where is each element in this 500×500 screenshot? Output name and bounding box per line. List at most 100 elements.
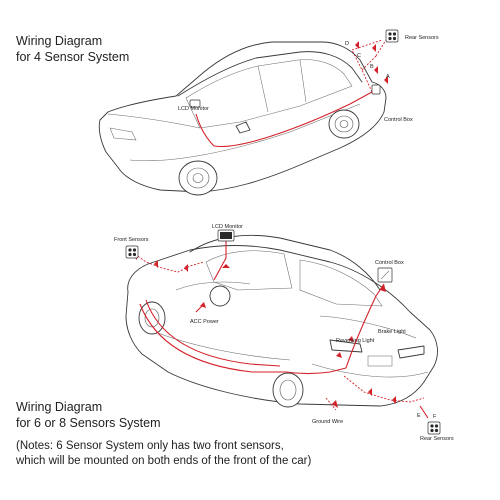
bottom-rear-sensor-dot-2 (434, 424, 439, 428)
bottom-wiring (131, 240, 429, 419)
bottom-lcd-monitor: LCD Monitor (212, 224, 243, 242)
top-control-box-icon (371, 84, 381, 95)
top-car-hood-line (107, 113, 201, 129)
bottom-wire-lcd (213, 240, 227, 281)
top-letter-b: B (370, 64, 374, 70)
bottom-car-steering-wheel (209, 285, 231, 307)
top-sensor-dot-2 (392, 32, 397, 36)
top-wire-main (195, 91, 373, 148)
bottom-car-front-rim (144, 308, 160, 328)
bottom-arrow-reverse (336, 352, 342, 358)
top-sensor-dot-4 (392, 36, 397, 41)
bottom-front-sensor-dot-1 (128, 248, 132, 252)
top-sensor-dot-1 (388, 32, 392, 36)
bottom-wire-sensor-hub (419, 405, 429, 419)
top-arrow-a (384, 76, 388, 84)
bottom-arrow-control (380, 284, 386, 292)
top-lcd-monitor: LCD Monitor (178, 99, 209, 112)
top-car-mirror (235, 121, 251, 134)
top-car-front-rim (186, 167, 210, 189)
top-car-illustration (98, 41, 387, 196)
acc-power-label: ACC Power (190, 319, 219, 325)
top-car-rear-hub (339, 120, 349, 128)
top-car-front-wheel (178, 160, 218, 196)
bottom-wire-front-sensors (131, 251, 205, 273)
reversing-light-label: Reversing Light (336, 338, 375, 344)
top-lcd-device (189, 99, 201, 108)
bottom-car-illustration (125, 234, 438, 408)
bottom-wire-control (345, 283, 385, 369)
bottom-rear-sensors-label: Rear Sensors (420, 436, 454, 442)
top-car-window-line (185, 59, 353, 129)
top-letter-d: D (345, 41, 349, 47)
top-car-rear-rim (334, 115, 354, 133)
top-car-roof (177, 51, 363, 97)
bottom-wire-ground (325, 397, 337, 411)
bottom-car-bumper (311, 363, 429, 378)
bottom-diagram-title: Wiring Diagram for 6 or 8 Sensors System (16, 399, 161, 431)
bottom-car-rear-rim (279, 379, 297, 401)
bottom-front-sensors-label: Front Sensors (114, 237, 149, 243)
top-letter-a: A (386, 74, 390, 80)
top-car-door-pillar (257, 59, 307, 113)
bottom-car-rear-window (299, 259, 383, 307)
top-letter-c: C (357, 53, 361, 59)
bottom-letter-e: E (417, 413, 421, 419)
bottom-control-box: Control Box (375, 260, 404, 283)
bottom-rear-sensors: Rear Sensors (420, 421, 454, 442)
top-car-headlight (109, 127, 137, 141)
bottom-title-line2: for 6 or 8 Sensors System (16, 416, 161, 430)
top-car-rear-wheel (328, 109, 360, 139)
bottom-car-front-wheel (138, 301, 166, 335)
top-wiring (195, 39, 388, 148)
bottom-car-rear-wheel (272, 372, 304, 408)
bottom-arrow-ground (332, 400, 338, 408)
top-arrow-d (355, 41, 359, 49)
bottom-arrow-front-3 (184, 264, 188, 272)
bottom-letter-f: F (433, 414, 437, 420)
bottom-wire-main-2 (139, 303, 286, 373)
bottom-lcd-screen (220, 232, 232, 239)
top-sensor-dot-3 (388, 36, 392, 41)
bottom-rear-sensor-dot-1 (430, 424, 434, 428)
note-line2: which will be mounted on both ends of th… (16, 455, 312, 467)
bottom-wire-rear (285, 367, 347, 375)
bottom-rear-sensors-icon (427, 421, 441, 435)
bottom-front-sensors: Front Sensors (114, 237, 149, 259)
top-diagram-title: Wiring Diagram for 4 Sensor System (16, 33, 129, 65)
top-lcd-label: LCD Monitor (178, 106, 209, 112)
footnote: (Notes: 6 Sensor System only has two fro… (16, 439, 311, 469)
top-car-front-hub (192, 173, 204, 183)
bottom-car-roof (189, 234, 381, 291)
bottom-arrow-acc (200, 302, 206, 308)
bottom-arrow-rear-2 (392, 396, 396, 404)
top-rear-sensors-icon (385, 29, 399, 43)
bottom-car-tail-light-right (397, 345, 425, 359)
bottom-lcd-label: LCD Monitor (212, 224, 243, 230)
brake-light-label: Brake Light (378, 329, 406, 335)
bottom-front-sensors-icon (125, 245, 139, 259)
bottom-title-line1: Wiring Diagram (16, 400, 103, 414)
top-car-body-outline (98, 41, 387, 193)
ground-wire-label: Ground Wire (312, 419, 343, 425)
bottom-arrow-lcd (222, 264, 230, 268)
bottom-car-side-window (205, 250, 293, 291)
top-title-line2: for 4 Sensor System (16, 50, 130, 64)
bottom-rear-sensor-dot-4 (434, 428, 439, 433)
bottom-car-trunk-line (319, 315, 417, 339)
top-car-side-line (129, 103, 361, 162)
bottom-car-tail-light-left (329, 339, 363, 353)
bottom-control-box-label: Control Box (375, 260, 404, 266)
bottom-front-sensor-dot-3 (128, 252, 132, 257)
bottom-front-sensor-dot-4 (132, 252, 137, 257)
bottom-wire-main-1 (145, 299, 281, 367)
bottom-arrow-front-2 (154, 260, 158, 268)
top-rear-sensors-label: Rear Sensors (405, 35, 439, 41)
bottom-front-sensor-dot-2 (132, 248, 137, 252)
top-arrow-b (374, 66, 378, 74)
bottom-wire-rear-sensors (343, 375, 425, 403)
top-control-box-label: Control Box (384, 117, 413, 123)
bottom-rear-sensor-dot-3 (430, 428, 434, 433)
bottom-car-license-plate (367, 355, 393, 367)
